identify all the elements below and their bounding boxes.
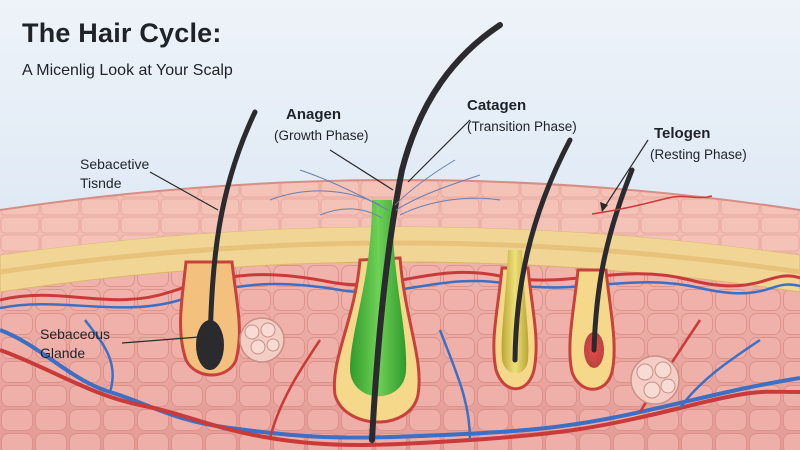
hair-shaft-telogen <box>591 167 635 353</box>
label-sebaceous-glande: Sebaceous Glande <box>40 325 110 363</box>
label-line: Sebacetive <box>80 156 150 172</box>
deep-artery <box>0 348 800 447</box>
follicle-telogen <box>568 268 616 391</box>
vessel-branch <box>678 338 761 409</box>
page-subtitle: A Micenlig Look at Your Scalp <box>22 62 233 79</box>
label-line: Glande <box>40 345 86 361</box>
deep-vein <box>0 328 800 440</box>
phase-anagen-desc: (Growth Phase) <box>274 128 369 143</box>
phase-telogen-desc: (Resting Phase) <box>650 147 747 162</box>
page-title: The Hair Cycle: <box>22 18 222 48</box>
hair-shaft-left <box>207 109 258 348</box>
vessel-branch <box>438 329 472 441</box>
phase-telogen-name: Telogen <box>654 125 711 142</box>
phase-catagen-desc: (Transition Phase) <box>467 119 577 134</box>
vessel-branch <box>84 319 114 393</box>
hair-shaft-catagen <box>512 137 573 363</box>
vessel-branch <box>268 339 322 439</box>
fat-layer-band <box>0 240 800 275</box>
hair-bulb-anagen <box>350 200 407 397</box>
label-line: Tisnde <box>80 175 122 191</box>
nerve-fibers <box>269 159 501 219</box>
hair-shaft-anagen <box>369 22 503 443</box>
surface-vein <box>0 279 800 310</box>
label-sebacetive-tisnde: Sebacetive Tisnde <box>80 155 149 193</box>
phase-catagen-name: Catagen <box>467 97 527 114</box>
leader-lines <box>121 119 649 344</box>
surface-artery <box>0 270 800 302</box>
arrowhead-icon <box>600 202 608 212</box>
phase-anagen-name: Anagen <box>286 106 342 123</box>
right-gland-cluster <box>630 355 680 405</box>
epidermis-cells <box>0 180 800 255</box>
label-line: Sebaceous <box>40 326 111 342</box>
sebaceous-gland-cluster <box>239 317 285 363</box>
shed-hair-strand <box>591 195 713 215</box>
